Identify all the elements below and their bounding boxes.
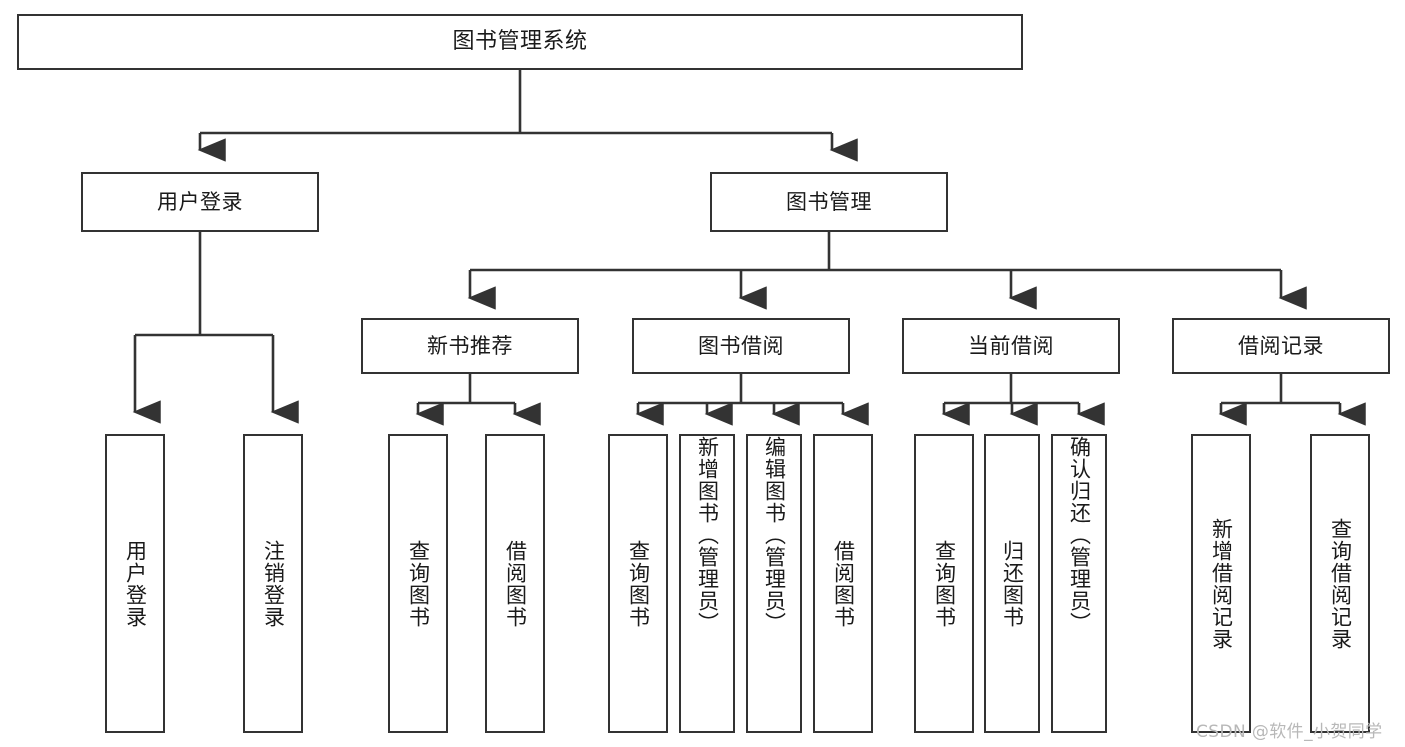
- node-leaf-edit-book-admin-label: 编辑图书（管理员）: [762, 436, 787, 634]
- node-user-login-label: 用户登录: [157, 189, 243, 214]
- node-leaf-return-book-label: 归还图书: [1000, 539, 1025, 628]
- csdn-watermark: CSDN @软件_小贺同学: [1196, 722, 1383, 742]
- node-root[interactable]: 图书管理系统: [17, 14, 1023, 70]
- node-book-borrow[interactable]: 图书借阅: [632, 318, 850, 374]
- node-new-book-rec-label: 新书推荐: [427, 333, 513, 358]
- node-root-label: 图书管理系统: [452, 29, 588, 55]
- node-leaf-add-borrow-record-label: 新增借阅记录: [1209, 517, 1234, 650]
- node-leaf-query-book-cur-label: 查询图书: [932, 539, 957, 628]
- node-leaf-user-login-label: 用户登录: [123, 539, 148, 628]
- node-leaf-user-logout-label: 注销登录: [261, 539, 286, 628]
- node-leaf-confirm-return-admin-label: 确认归还（管理员）: [1067, 436, 1092, 634]
- node-leaf-borrow-book-rec-label: 借阅图书: [503, 539, 528, 628]
- node-leaf-borrow-book-label: 借阅图书: [831, 539, 856, 628]
- node-book-borrow-label: 图书借阅: [698, 333, 784, 358]
- node-leaf-add-borrow-record[interactable]: 新增借阅记录: [1191, 434, 1251, 733]
- node-user-login[interactable]: 用户登录: [81, 172, 319, 232]
- node-leaf-add-book-admin-label: 新增图书（管理员）: [695, 436, 720, 634]
- node-book-manage[interactable]: 图书管理: [710, 172, 948, 232]
- node-book-manage-label: 图书管理: [786, 189, 872, 214]
- node-new-book-rec[interactable]: 新书推荐: [361, 318, 579, 374]
- node-leaf-query-borrow-record-label: 查询借阅记录: [1328, 517, 1353, 650]
- node-current-borrow-label: 当前借阅: [968, 333, 1054, 358]
- node-leaf-query-book-borrow[interactable]: 查询图书: [608, 434, 668, 733]
- node-leaf-query-borrow-record[interactable]: 查询借阅记录: [1310, 434, 1370, 733]
- node-borrow-record-label: 借阅记录: [1238, 333, 1324, 358]
- node-leaf-query-book-rec-label: 查询图书: [406, 539, 431, 628]
- node-borrow-record[interactable]: 借阅记录: [1172, 318, 1390, 374]
- node-current-borrow[interactable]: 当前借阅: [902, 318, 1120, 374]
- node-leaf-return-book[interactable]: 归还图书: [984, 434, 1040, 733]
- node-leaf-user-login[interactable]: 用户登录: [105, 434, 165, 733]
- node-leaf-borrow-book-rec[interactable]: 借阅图书: [485, 434, 545, 733]
- node-leaf-user-logout[interactable]: 注销登录: [243, 434, 303, 733]
- node-leaf-query-book-cur[interactable]: 查询图书: [914, 434, 974, 733]
- node-leaf-edit-book-admin[interactable]: 编辑图书（管理员）: [746, 434, 802, 733]
- node-leaf-query-book-rec[interactable]: 查询图书: [388, 434, 448, 733]
- node-leaf-borrow-book[interactable]: 借阅图书: [813, 434, 873, 733]
- node-leaf-query-book-borrow-label: 查询图书: [626, 539, 651, 628]
- node-leaf-confirm-return-admin[interactable]: 确认归还（管理员）: [1051, 434, 1107, 733]
- node-leaf-add-book-admin[interactable]: 新增图书（管理员）: [679, 434, 735, 733]
